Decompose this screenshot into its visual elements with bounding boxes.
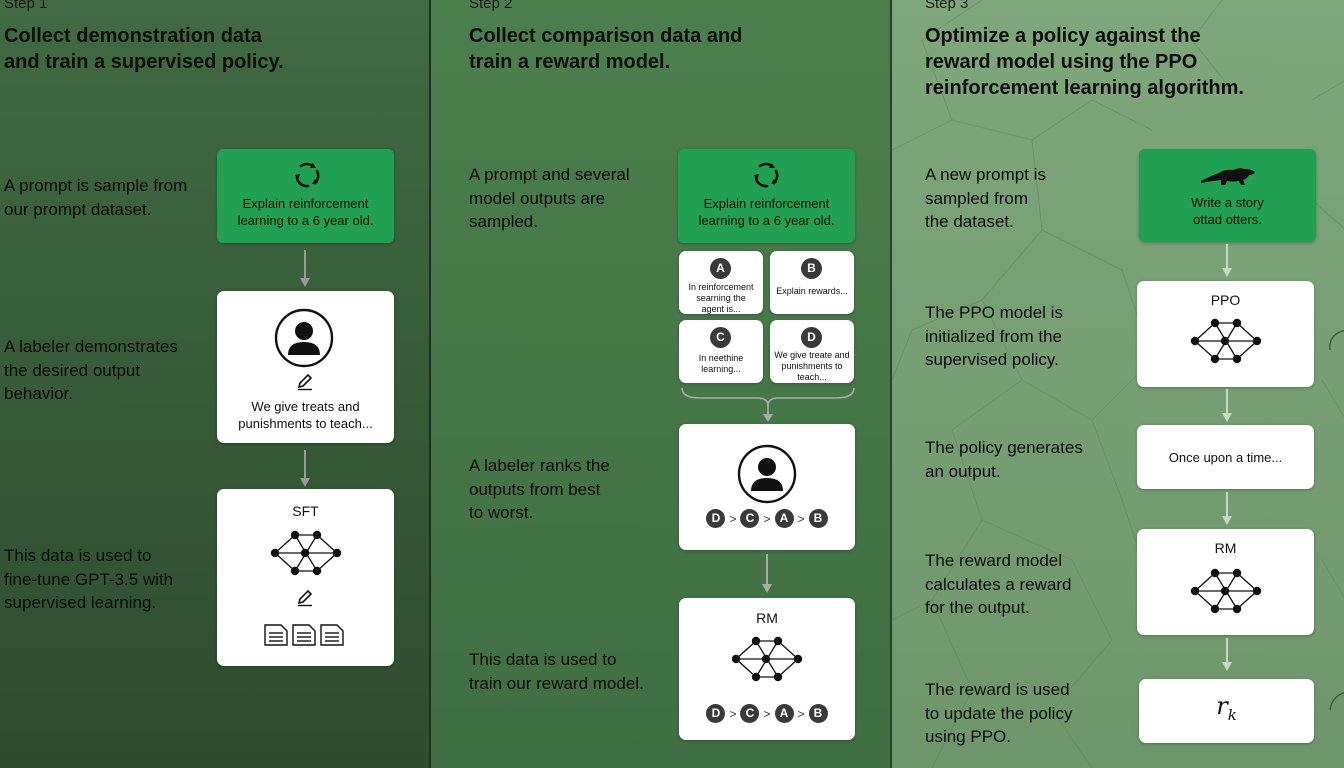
output-text-d: We give treate and punishments to teach.… bbox=[774, 350, 850, 382]
step-2-rm-card: RM D>C>A>B bbox=[679, 598, 855, 740]
step-3-desc-ppo-init: The PPO model is initialized from the su… bbox=[925, 303, 1063, 369]
output-text-b: Explain rewards... bbox=[776, 286, 848, 296]
rank-separator: > bbox=[763, 511, 771, 526]
step-1-panel: Step 1 Collect demonstration data and tr… bbox=[0, 0, 429, 768]
output-letter-d: D bbox=[801, 327, 822, 348]
rank-1: D bbox=[706, 509, 726, 528]
step-2-desc-train: This data is used to train our reward mo… bbox=[469, 650, 644, 693]
step-3-label: Step 3 bbox=[925, 0, 969, 12]
step-3-title: Optimize a policy against the reward mod… bbox=[925, 25, 1244, 99]
neural-network-icon bbox=[1190, 318, 1262, 364]
brace-arrow-icon bbox=[681, 387, 855, 422]
output-card-d: D We give treate and punishments to teac… bbox=[770, 320, 854, 383]
step-3-reward-card: rk bbox=[1139, 679, 1314, 743]
feedback-loop-line bbox=[1329, 329, 1344, 711]
recycle-icon bbox=[754, 162, 779, 188]
rank-1: D bbox=[706, 704, 726, 723]
step-1-desc-labeler: A labeler demonstrates the desired outpu… bbox=[4, 337, 178, 403]
output-letter-b: B bbox=[801, 258, 822, 279]
step-1-prompt-text: Explain reinforcement learning to a 6 ye… bbox=[237, 196, 374, 228]
rank-4: B bbox=[808, 704, 828, 723]
arrow-down-icon bbox=[300, 450, 310, 487]
neural-network-icon bbox=[1190, 568, 1262, 614]
rank-3: A bbox=[774, 704, 794, 723]
rm-ranking-row: D>C>A>B bbox=[679, 704, 855, 723]
output-text-a: In reinforcement searning the agent is..… bbox=[688, 282, 754, 314]
step-2-desc-ranks: A labeler ranks the outputs from best to… bbox=[469, 456, 610, 522]
reward-subscript: k bbox=[1227, 705, 1237, 724]
rank-2: C bbox=[740, 509, 760, 528]
neural-network-icon bbox=[731, 636, 803, 682]
step-1-sft-card: SFT bbox=[217, 489, 394, 666]
rm-label: RM bbox=[756, 610, 778, 626]
arrow-down-icon bbox=[1222, 492, 1232, 525]
ranking-row: D>C>A>B bbox=[679, 509, 855, 528]
sft-label: SFT bbox=[292, 503, 319, 519]
rank-separator: > bbox=[729, 706, 737, 721]
step-2-ranking-card: D>C>A>B bbox=[679, 424, 855, 550]
step-2-prompt-card: Explain reinforcement learning to a 6 ye… bbox=[678, 149, 855, 243]
neural-network-icon bbox=[270, 530, 342, 576]
step-3-prompt-text: Write a story ottad otters. bbox=[1191, 195, 1264, 227]
pencil-icon bbox=[297, 373, 313, 391]
step-1-prompt-card: Explain reinforcement learning to a 6 ye… bbox=[217, 149, 394, 243]
otter-icon bbox=[1201, 168, 1255, 185]
step-3-prompt-card: Write a story ottad otters. bbox=[1139, 149, 1316, 242]
arrow-down-icon bbox=[1222, 389, 1232, 422]
person-icon bbox=[274, 308, 334, 368]
step-3-ppo-card: PPO bbox=[1137, 281, 1314, 387]
output-card-b: B Explain rewards... bbox=[770, 251, 854, 314]
rank-separator: > bbox=[763, 706, 771, 721]
person-icon bbox=[737, 444, 797, 504]
output-card-a: A In reinforcement searning the agent is… bbox=[679, 251, 763, 314]
step-2-panel: Step 2 Collect comparison data and train… bbox=[429, 0, 892, 768]
step-2-desc-sampled: A prompt and several model outputs are s… bbox=[469, 165, 630, 231]
document-icon bbox=[264, 624, 344, 646]
output-text-c: In neethine learning... bbox=[698, 353, 744, 374]
step-2-prompt-text: Explain reinforcement learning to a 6 ye… bbox=[698, 196, 835, 228]
pencil-icon bbox=[297, 589, 313, 607]
step-3-rm-card: RM bbox=[1137, 529, 1314, 635]
reward-r: r bbox=[1216, 692, 1228, 720]
output-letter-a: A bbox=[710, 258, 731, 279]
step-1-labeler-text: We give treats and punishments to teach.… bbox=[238, 399, 373, 431]
rank-3: A bbox=[774, 509, 794, 528]
recycle-icon bbox=[295, 162, 320, 188]
step-3-desc-update: The reward is used to update the policy … bbox=[925, 680, 1073, 746]
step-3-panel: Step 3 Optimize a policy against the rew… bbox=[890, 0, 1344, 768]
reward-symbol: rk bbox=[1139, 692, 1314, 724]
step-1-desc-finetune: This data is used to fine-tune GPT-3.5 w… bbox=[4, 546, 174, 612]
step-1-desc-prompt: A prompt is sample from our prompt datas… bbox=[4, 176, 188, 219]
output-letter-c: C bbox=[710, 327, 731, 348]
rank-4: B bbox=[808, 509, 828, 528]
step-3-desc-generates: The policy generates an output. bbox=[925, 438, 1083, 481]
step-3-desc-reward: The reward model calculates a reward for… bbox=[925, 551, 1072, 617]
arrow-down-icon bbox=[300, 250, 310, 287]
rank-separator: > bbox=[797, 511, 805, 526]
arrow-down-icon bbox=[762, 554, 772, 593]
step-2-title: Collect comparison data and train a rewa… bbox=[469, 25, 743, 73]
step-1-title: Collect demonstration data and train a s… bbox=[4, 25, 284, 73]
step-2-label: Step 2 bbox=[469, 0, 513, 12]
rank-separator: > bbox=[729, 511, 737, 526]
step-1-labeler-card: We give treats and punishments to teach.… bbox=[217, 291, 394, 443]
arrow-down-icon bbox=[1222, 638, 1232, 671]
step-3-desc-new-prompt: A new prompt is sampled from the dataset… bbox=[925, 165, 1046, 231]
step-3-output-text: Once upon a time... bbox=[1168, 450, 1283, 465]
output-card-c: C In neethine learning... bbox=[679, 320, 763, 383]
rank-2: C bbox=[740, 704, 760, 723]
arrow-down-icon bbox=[1222, 244, 1232, 277]
step-1-label: Step 1 bbox=[4, 0, 48, 12]
rank-separator: > bbox=[797, 706, 805, 721]
rm-label: RM bbox=[1214, 540, 1237, 556]
ppo-label: PPO bbox=[1210, 292, 1241, 308]
step-3-output-card: Once upon a time... bbox=[1137, 425, 1314, 489]
